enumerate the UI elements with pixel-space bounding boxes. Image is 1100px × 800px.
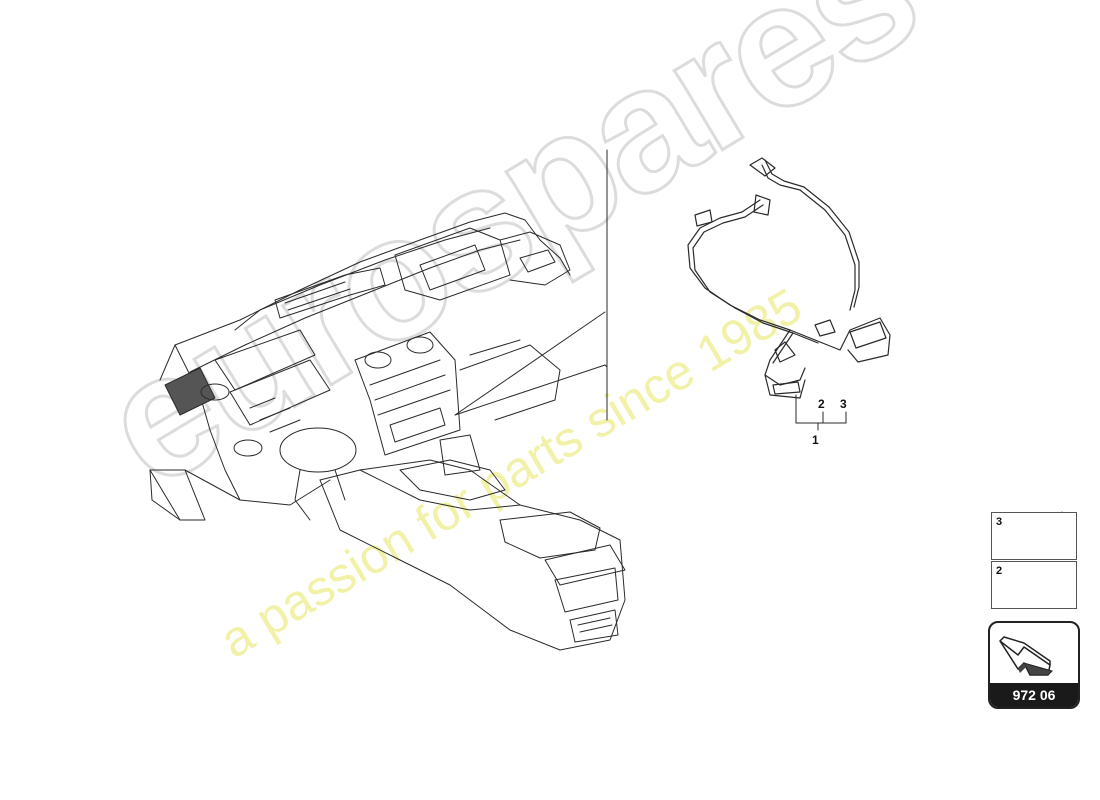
callout-part-3: 3 (840, 397, 847, 411)
reference-code: 972 06 (990, 683, 1078, 707)
leader-lines (454, 149, 608, 421)
legend-number: 2 (996, 565, 1003, 577)
callout-brackets (795, 394, 847, 431)
callout-part-1: 1 (812, 433, 819, 447)
dashboard-drawing (149, 212, 626, 651)
legend-number: 3 (996, 516, 1003, 528)
reference-box: 972 06 (988, 621, 1080, 709)
legend-item-3: 3 (991, 512, 1077, 560)
legend-item-2: 2 (991, 561, 1077, 609)
callout-part-2: 2 (818, 397, 825, 411)
arrow-pointer-icon (999, 636, 1053, 676)
wiring-harness-drawing (687, 157, 891, 399)
